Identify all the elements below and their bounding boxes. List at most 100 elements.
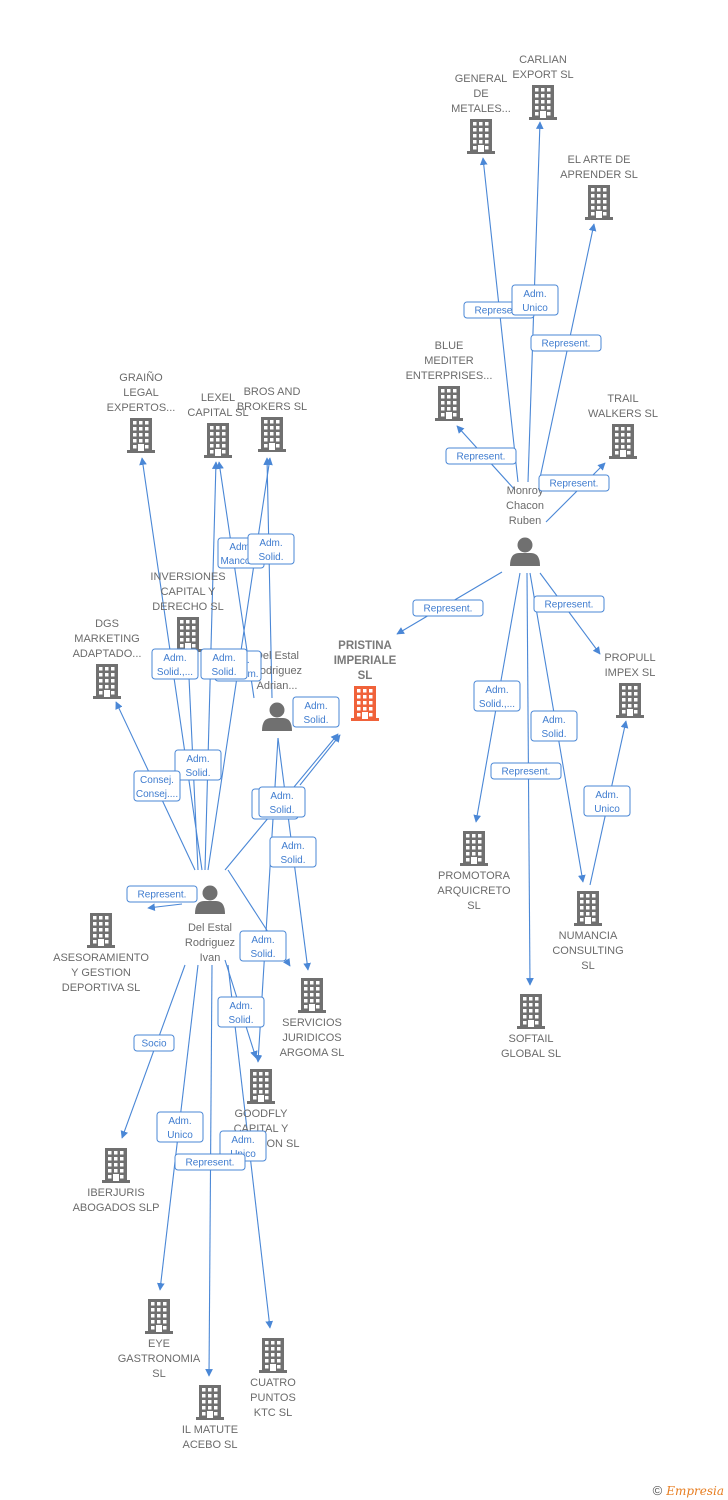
node-label: Rodriguez — [185, 937, 235, 949]
edge-label-text: Represent. — [502, 767, 551, 778]
edge-label-ruben-blue[interactable]: Represent. — [445, 447, 517, 465]
building-icon — [204, 423, 232, 458]
node-label: SOFTAIL — [508, 1033, 553, 1045]
brand-logo: Empresia — [666, 1484, 724, 1498]
node-label: Adrian... — [257, 680, 298, 692]
edge-ruben-general[interactable] — [479, 157, 519, 483]
edge-label-ruben-numancia[interactable]: Adm.Solid. — [530, 710, 578, 742]
edge-label-ivan-goodfly[interactable]: Adm.Solid. — [217, 996, 265, 1028]
edge-label-adrian-pristina[interactable]: Adm.Solid. — [292, 696, 340, 728]
edge-label-ruben-elarte[interactable]: Represent. — [530, 334, 602, 352]
edge-label-ruben-pristina[interactable]: Represent. — [412, 599, 484, 617]
edge-label-ivan-servicios[interactable]: Adm.Solid. — [239, 930, 287, 962]
node-label: Monroy — [507, 485, 544, 497]
node-label: GRAIÑO — [119, 371, 163, 384]
edge-label-adrian-servicios[interactable]: Adm.Solid. — [269, 836, 317, 868]
edge-label-text: Adm. — [251, 935, 274, 946]
edge-ruben-trail[interactable] — [545, 462, 606, 523]
node-adrian[interactable]: Del EstalRodriguezAdrian... — [252, 650, 302, 731]
edge-label-text: Solid.,... — [479, 699, 515, 710]
edge-ivan-asesoramiento[interactable] — [147, 903, 183, 912]
edge-label-text: Adm. — [163, 653, 186, 664]
node-label: CONSULTING — [552, 945, 623, 957]
edge-label-adrian-bros[interactable]: Adm.Solid. — [247, 533, 295, 565]
node-label: IMPEX SL — [605, 667, 656, 679]
edge-label-ivan-iberjuris[interactable]: Socio — [133, 1034, 175, 1052]
person-icon — [262, 702, 292, 731]
node-label: SL — [358, 670, 373, 682]
node-label: APRENDER SL — [560, 169, 638, 181]
node-label: KTC SL — [254, 1407, 293, 1419]
edge-ruben-propull[interactable] — [539, 572, 601, 655]
node-blue[interactable]: BLUEMEDITERENTERPRISES... — [406, 340, 493, 421]
node-label: MEDITER — [424, 355, 474, 367]
edge-label-ivan-eye[interactable]: Adm.Unico — [156, 1111, 204, 1143]
edge-label-ruben-promotora[interactable]: Adm.Solid.,... — [473, 680, 521, 712]
node-general[interactable]: GENERALDEMETALES... — [451, 73, 511, 154]
building-icon — [196, 1385, 224, 1420]
edge-adrian-bros[interactable] — [263, 457, 273, 699]
node-dgs[interactable]: DGS MARKETING ADAPTADO... — [73, 618, 142, 699]
node-label: PRISTINA — [338, 640, 392, 652]
node-label: Del Estal — [188, 922, 232, 934]
edge-label-text: Adm. — [212, 653, 235, 664]
node-label: DGS — [95, 618, 119, 630]
building-icon — [585, 185, 613, 220]
building-icon — [102, 1148, 130, 1183]
edge-label-ruben-propull[interactable]: Represent. — [533, 595, 605, 613]
person-icon — [510, 537, 540, 566]
edge-label-ivan-inversiones[interactable]: Adm.Solid. — [174, 749, 222, 781]
node-label: Ruben — [509, 515, 541, 527]
edge-label-text: Represent. — [457, 452, 506, 463]
edge-label-numancia-propull[interactable]: Adm.Unico — [583, 785, 631, 817]
edge-label-text: Consej.... — [136, 789, 178, 800]
building-icon — [529, 85, 557, 120]
footer-brand[interactable]: ©Empresia — [653, 1483, 724, 1498]
edge-label-ivan-asesoramiento[interactable]: Represent. — [126, 885, 198, 903]
node-label: MARKETING — [74, 633, 139, 645]
node-label: EXPORT SL — [512, 69, 573, 81]
edge-adrian-pristina[interactable] — [299, 734, 341, 786]
edge-label-ivan-dgs[interactable]: Consej.Consej.... — [133, 770, 181, 802]
edge-label-ivan-graino[interactable]: Adm.Solid.,... — [151, 648, 199, 680]
edge-label-ivan-pristina[interactable]: Adm.Solid. — [258, 786, 306, 818]
node-label: PUNTOS — [250, 1392, 296, 1404]
edge-label-ruben-trail[interactable]: Represent. — [538, 474, 610, 492]
building-icon — [127, 418, 155, 453]
edge-label-ivan-bros[interactable]: Adm.Solid. — [200, 648, 248, 680]
building-icon — [351, 686, 379, 721]
edge-label-text: Mancom. — [220, 556, 261, 567]
edge-label-ruben-softail[interactable]: Represent. — [490, 762, 562, 780]
node-label: PROMOTORA — [438, 870, 511, 882]
node-label: Chacon — [506, 500, 544, 512]
edge-label-ivan-ilmatute[interactable]: Represent. — [174, 1153, 246, 1171]
node-label: WALKERS SL — [588, 408, 658, 420]
edge-label-text: Solid. — [269, 805, 294, 816]
node-label: ADAPTADO... — [73, 648, 142, 660]
node-label: GENERAL — [455, 73, 508, 85]
node-label: Ivan — [200, 952, 221, 964]
edge-label-ruben-carlian[interactable]: Adm.Unico — [511, 284, 559, 316]
node-label: DERECHO SL — [152, 601, 224, 613]
node-label: ENTERPRISES... — [406, 370, 493, 382]
node-graino[interactable]: GRAIÑOLEGALEXPERTOS... — [107, 371, 176, 453]
